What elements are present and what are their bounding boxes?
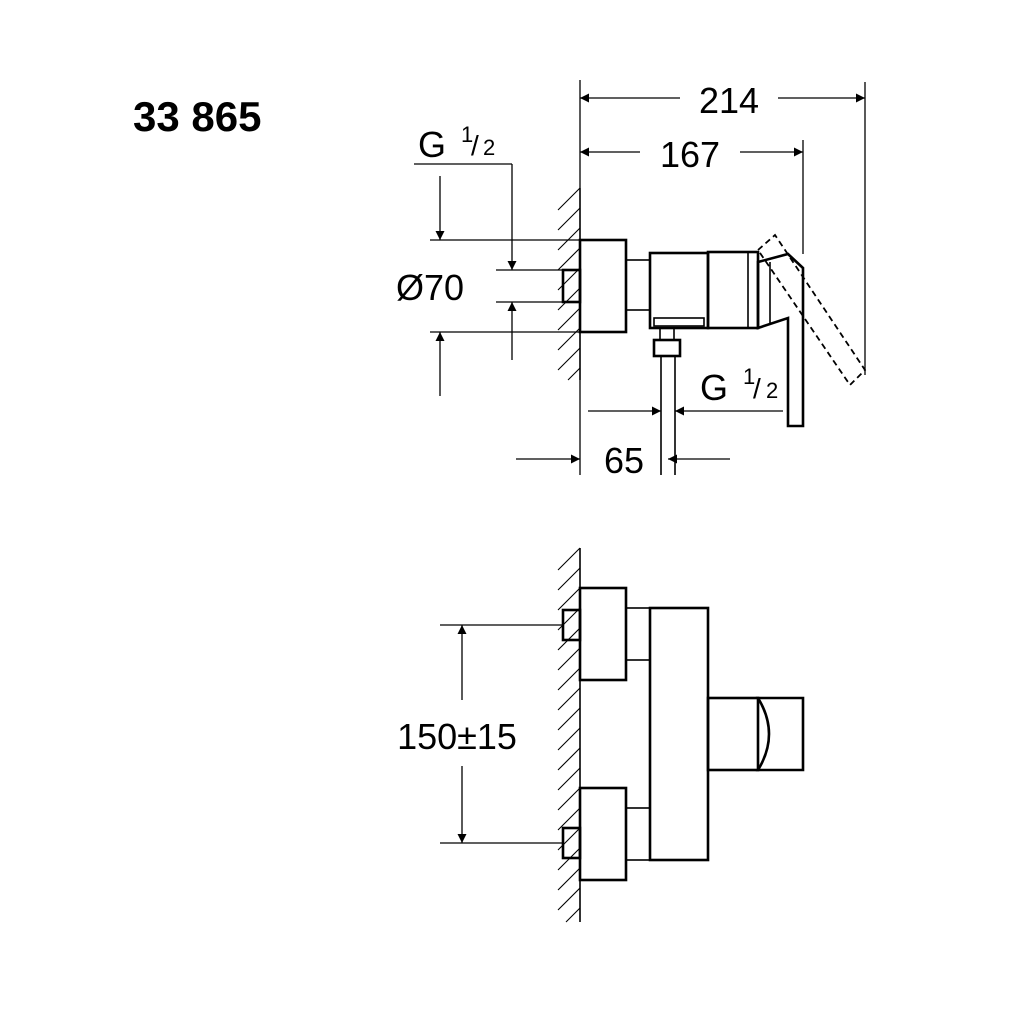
wall-hatch-bottom [557, 547, 581, 923]
escutcheon [578, 238, 628, 334]
svg-text:G: G [700, 367, 728, 408]
svg-text:G: G [418, 124, 446, 165]
upper-escutcheon [578, 586, 628, 682]
svg-text:1: 1 [743, 364, 755, 389]
side-view: 214 167 G 1 / 2 Ø70 G 1 / 2 [396, 80, 867, 481]
front-view: 150±15 [397, 547, 805, 923]
product-code: 33 865 [133, 93, 261, 140]
dim-escutcheon-diameter: Ø70 [396, 267, 464, 308]
svg-text:2: 2 [766, 378, 778, 403]
lever-front [706, 696, 760, 772]
label-outlet-thread: G 1 / 2 [700, 364, 778, 408]
mixer-body-front [648, 606, 710, 862]
mixer-body [648, 251, 710, 330]
svg-text:2: 2 [483, 135, 495, 160]
wall-hatch-top [557, 187, 581, 381]
dim-outlet-offset: 65 [604, 440, 644, 481]
dim-inlet-spacing: 150±15 [397, 716, 517, 757]
lower-escutcheon [578, 786, 628, 882]
lever-handle-front [755, 696, 805, 772]
svg-text:1: 1 [461, 122, 473, 147]
lever-block [706, 250, 760, 330]
upper-connector [561, 608, 582, 642]
label-inlet-thread: G 1 / 2 [418, 122, 495, 165]
outlet-connector [652, 338, 682, 358]
svg-text:/: / [471, 130, 479, 161]
svg-text:/: / [753, 373, 761, 404]
dim-lever-depth: 167 [660, 134, 720, 175]
outlet-nut [659, 327, 675, 341]
lever [756, 252, 805, 428]
body-neck [625, 259, 651, 311]
dim-overall-depth: 214 [699, 80, 759, 121]
